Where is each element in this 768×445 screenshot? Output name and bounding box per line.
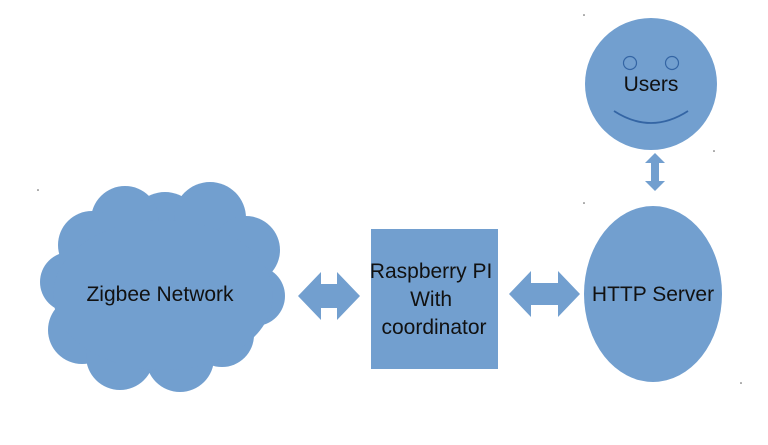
http-server-ellipse	[584, 206, 722, 382]
raspberry-pi-label-line-3: coordinator	[381, 316, 486, 339]
cloud-icon	[40, 182, 285, 392]
zigbee-network-cloud: Zigbee Network	[40, 182, 285, 392]
arrow-zigbee-raspberry	[298, 272, 360, 320]
raspberry-pi-label-line-2: With	[410, 288, 452, 311]
users-node: Users	[585, 18, 717, 150]
users-face	[585, 18, 717, 150]
http-server-label: HTTP Server	[592, 283, 714, 306]
arrow-http-users	[645, 153, 665, 191]
users-smile	[613, 110, 689, 124]
users-label: Users	[624, 73, 679, 96]
users-left-eye	[622, 55, 638, 71]
arrow-raspberry-http	[509, 271, 580, 317]
raspberry-pi-node: Raspberry PI With coordinator	[370, 229, 498, 369]
raspberry-pi-label-line-1: Raspberry PI	[370, 260, 493, 283]
http-server-node: HTTP Server	[584, 206, 722, 382]
users-right-eye	[664, 55, 680, 71]
stray-marks	[37, 14, 742, 384]
raspberry-pi-box	[371, 229, 498, 369]
svg-text:Raspberry PI With: Raspberry PI With coordinator	[370, 260, 498, 339]
smiley-face-icon	[585, 18, 717, 150]
zigbee-network-label: Zigbee Network	[86, 283, 234, 306]
